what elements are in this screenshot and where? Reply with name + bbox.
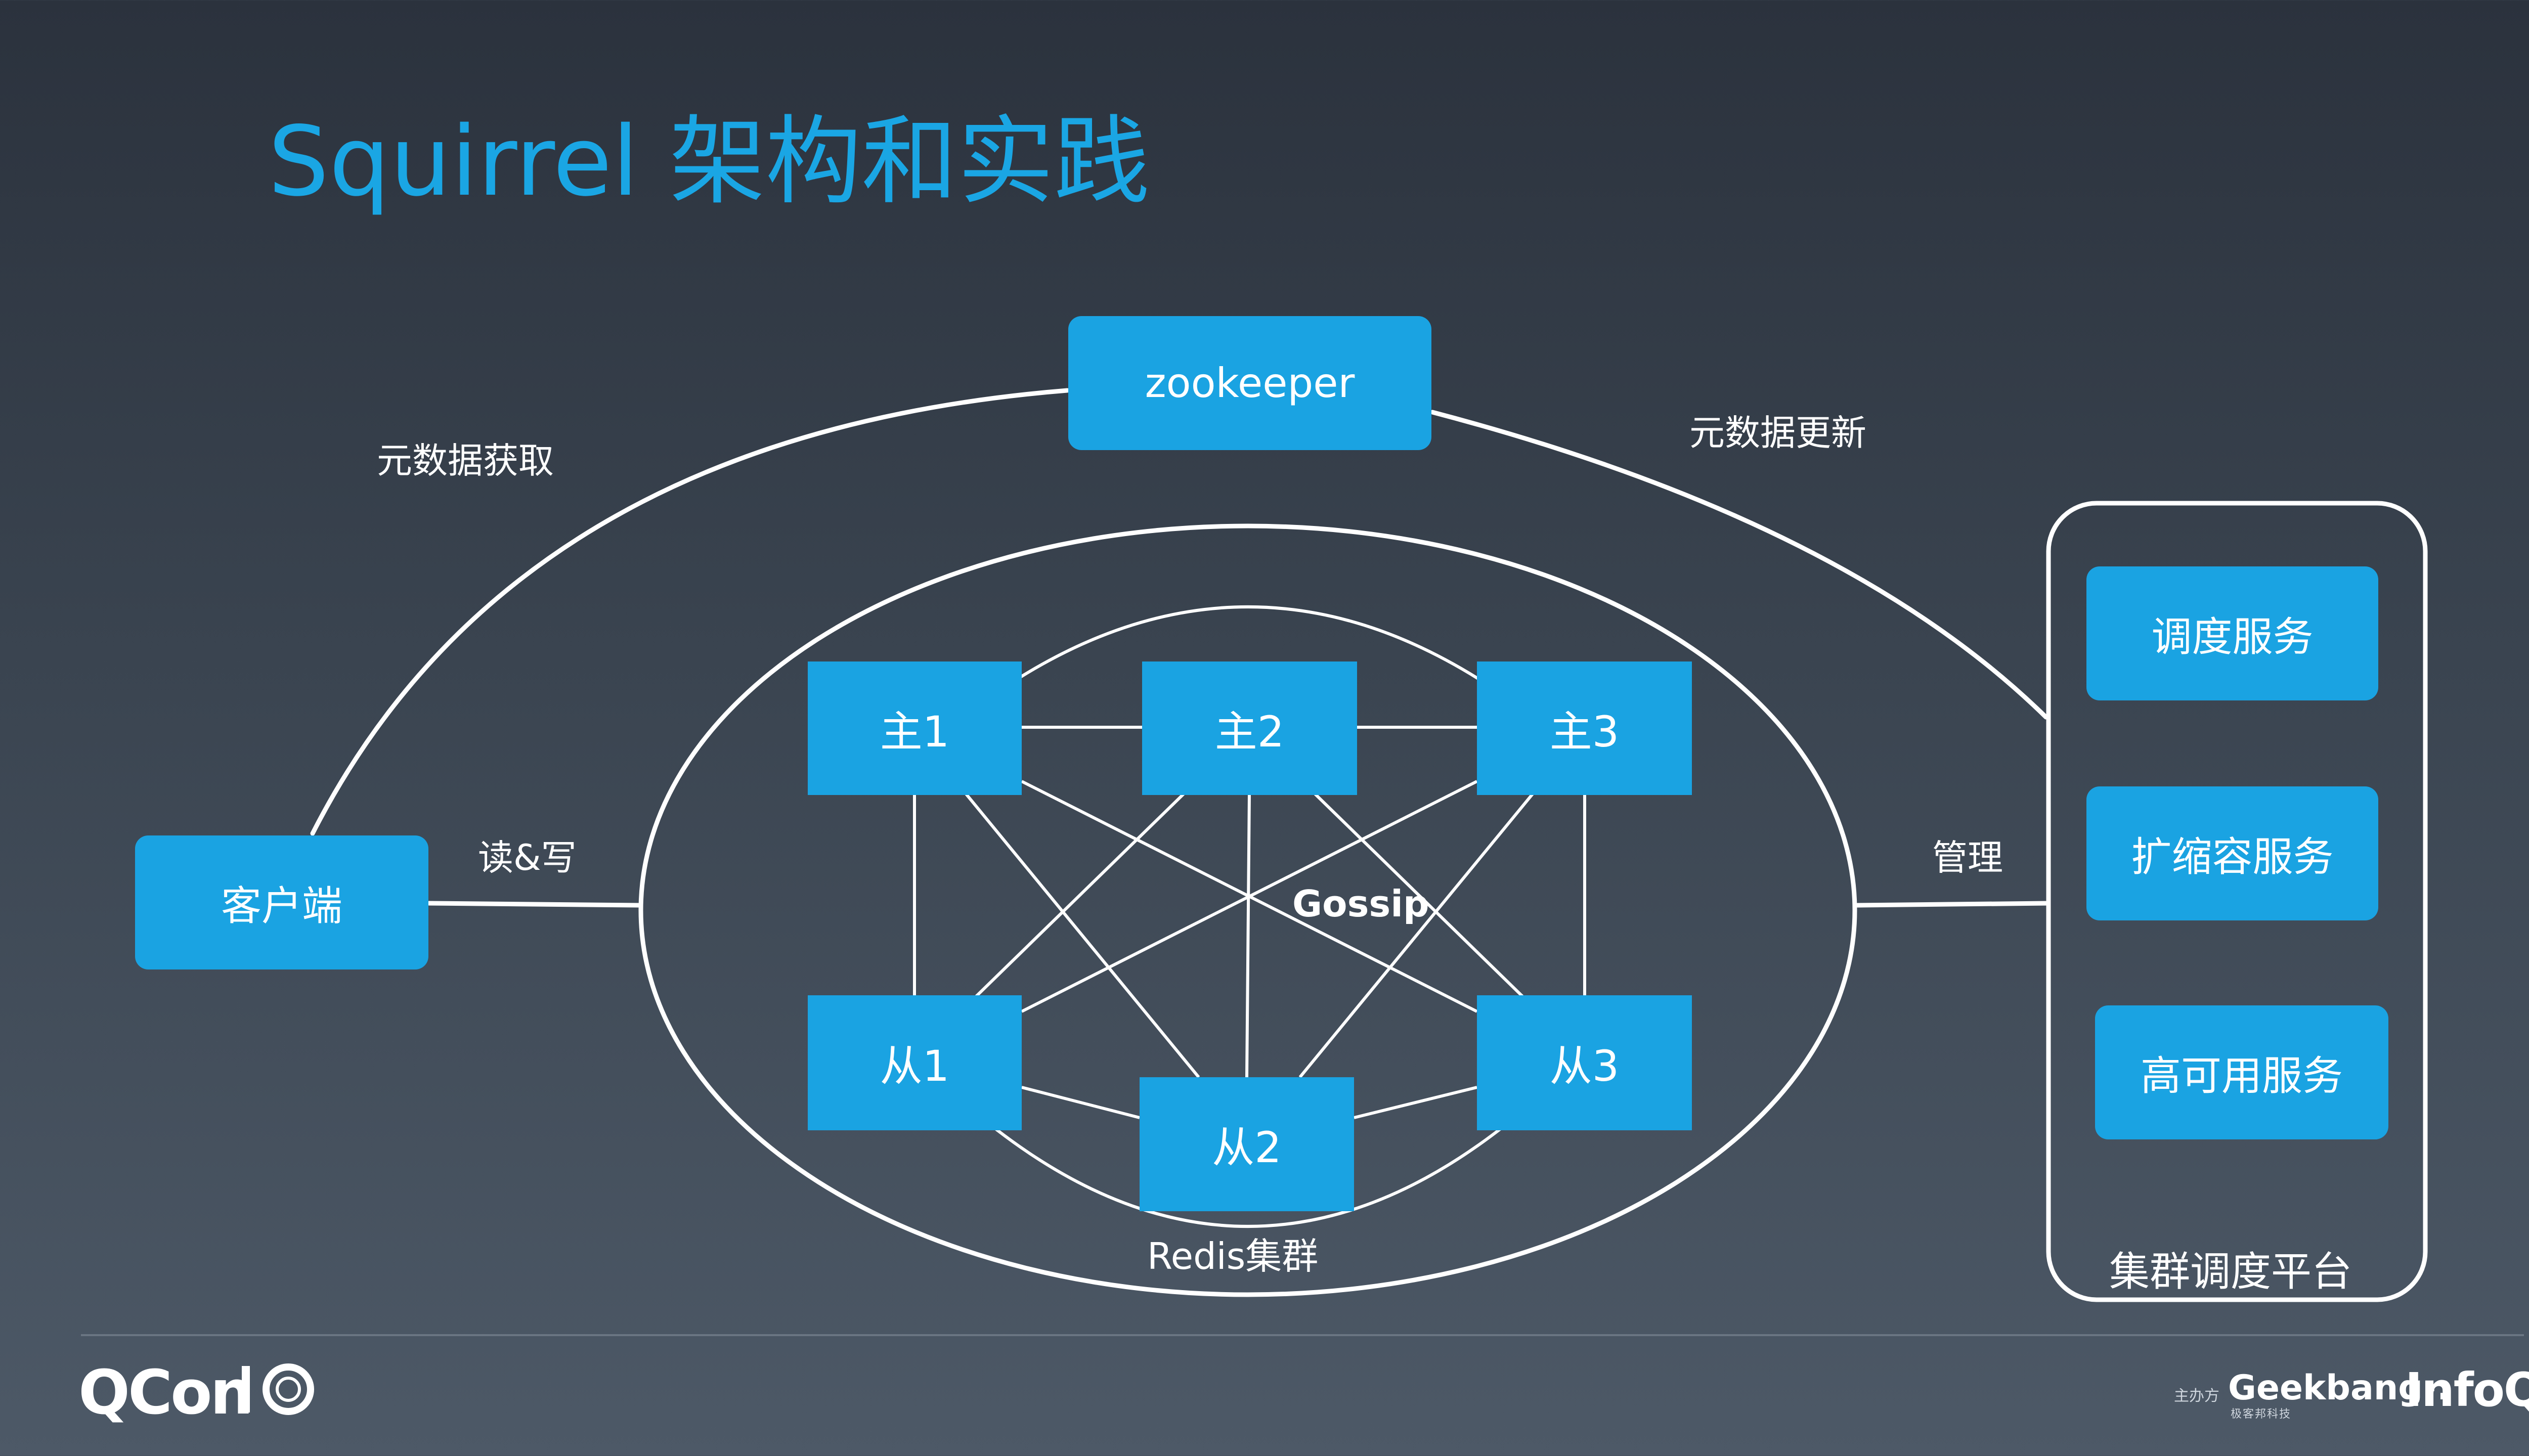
zookeeper-node: zookeeper [1068, 316, 1431, 450]
gossip-arc-bottom [962, 1101, 1534, 1228]
slide-title: Squirrel 架构和实践 [268, 106, 1150, 217]
link-m3-s2 [1298, 793, 1534, 1078]
link-m2-s2 [1245, 793, 1251, 1078]
master-node-2: 主2 [1142, 661, 1357, 795]
qcon-logo: QCon [78, 1358, 253, 1428]
arrow-manage [1855, 901, 2051, 908]
slave-node-3: 从3 [1477, 995, 1692, 1130]
redis-cluster-boundary [638, 523, 1857, 1297]
link-m2-s1 [975, 792, 1185, 998]
arrow-metadata-update [1430, 410, 2048, 720]
qcon-ten-years-icon [242, 1363, 314, 1415]
label-metadata-fetch: 元数据获取 [377, 440, 554, 481]
master-node-3: 主3 [1477, 661, 1692, 795]
label-manage: 管理 [1932, 837, 2003, 878]
gossip-arc-top [929, 605, 1567, 745]
link-m2-s3 [1314, 792, 1524, 998]
label-gossip: Gossip [1292, 883, 1429, 925]
service-scheduling: 调度服务 [2086, 566, 2378, 700]
geekbang-cn-label: 极客邦科技 [2231, 1408, 2292, 1421]
master-node-1: 主1 [808, 661, 1022, 795]
label-metadata-update: 元数据更新 [1689, 412, 1866, 454]
label-redis-cluster: Redis集群 [1147, 1235, 1319, 1277]
link-m1-s2 [965, 793, 1200, 1078]
link-m3-s1 [1021, 780, 1478, 1013]
arrow-read-write [426, 901, 642, 908]
slave-node-1: 从1 [808, 995, 1022, 1130]
arrow-metadata-fetch [310, 388, 1070, 836]
service-high-availability: 高可用服务 [2095, 1005, 2388, 1139]
footer-divider [81, 1334, 2524, 1336]
platform-container [2046, 501, 2428, 1302]
service-scaling: 扩缩容服务 [2086, 786, 2378, 920]
infoq-logo: InfoQ [2405, 1363, 2529, 1417]
link-s1-s2 [1021, 1086, 1140, 1119]
label-platform-name: 集群调度平台 [2109, 1248, 2352, 1295]
geekbang-logo: Geekbang›. [2228, 1368, 2450, 1408]
slave-node-2: 从2 [1140, 1077, 1354, 1211]
organizer-label: 主办方 [2174, 1387, 2219, 1405]
client-node: 客户端 [135, 835, 428, 969]
link-s2-s3 [1354, 1086, 1477, 1119]
label-read-write: 读&写 [478, 837, 577, 878]
